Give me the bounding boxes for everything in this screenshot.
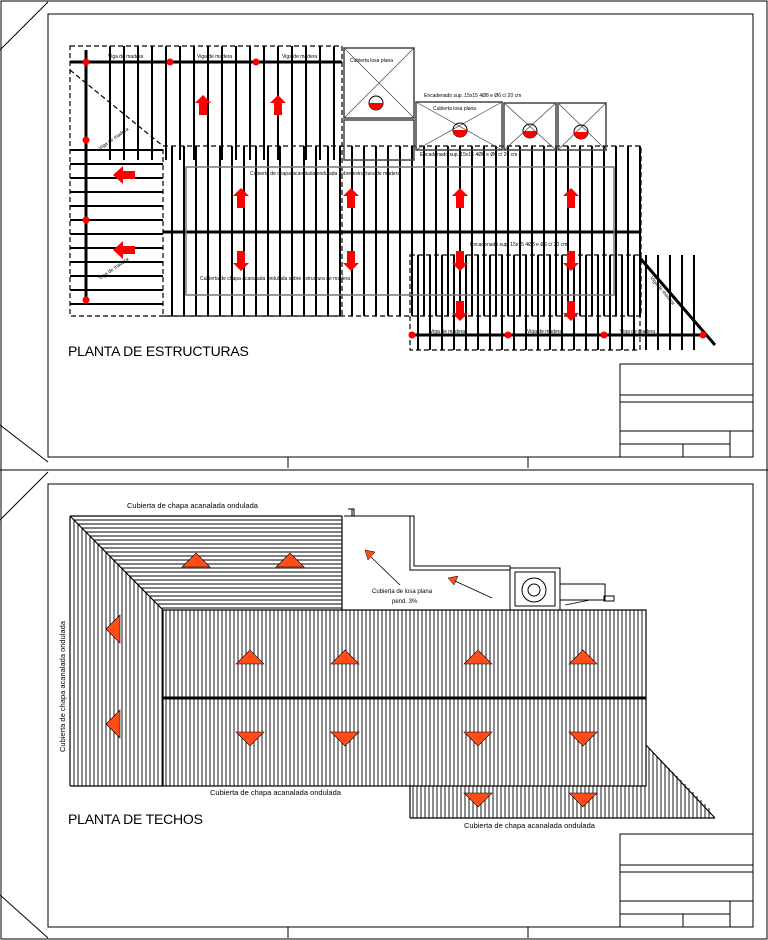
flat-slab-outline bbox=[344, 508, 615, 611]
page-title: PLANTA DE ESTRUCTURAS bbox=[68, 343, 249, 359]
title-block bbox=[619, 363, 754, 458]
corrugated-roof-hatch bbox=[73, 519, 710, 818]
sheet-structures: Viga de madera Viga de madera Viga de ma… bbox=[47, 13, 754, 468]
svg-text:Viga de madera: Viga de madera bbox=[527, 329, 562, 335]
svg-text:Cubierta de chapa acanalada on: Cubierta de chapa acanalada ondulada sob… bbox=[200, 276, 350, 282]
svg-text:Viga de madera: Viga de madera bbox=[282, 54, 317, 60]
flat-slab-slope-arrows bbox=[364, 549, 591, 606]
flat-slab-boxes bbox=[343, 47, 607, 161]
title-block bbox=[619, 833, 754, 928]
svg-text:Viga de madera: Viga de madera bbox=[430, 329, 465, 335]
label-chapa-bottom: Cubierta de chapa acanalada ondulada bbox=[210, 788, 342, 797]
svg-text:Cubierta losa plana: Cubierta losa plana bbox=[350, 58, 393, 64]
slope-arrows bbox=[113, 95, 579, 321]
svg-text:Encadenado sup. 15x15 4Ø8 e Ø6: Encadenado sup. 15x15 4Ø8 e Ø6 c/ 20 cm bbox=[424, 93, 521, 99]
label-chapa-top: Cubierta de chapa acanalada ondulada bbox=[127, 501, 259, 510]
sheet-border bbox=[47, 483, 754, 928]
rafters bbox=[109, 46, 695, 350]
roof-outlines bbox=[69, 515, 716, 819]
svg-text:Encadenado sup. 15x15 4Ø8 e Ø6: Encadenado sup. 15x15 4Ø8 e Ø6 c/ 20 cm bbox=[420, 152, 517, 158]
svg-text:Cubierta losa plana: Cubierta losa plana bbox=[433, 106, 476, 112]
label-losa-plana: Cubierta de losa plana bbox=[372, 589, 433, 595]
svg-text:Viga de madera: Viga de madera bbox=[620, 329, 655, 335]
label-chapa-bottom-right: Cubierta de chapa acanalada ondulada bbox=[464, 821, 596, 830]
support-points bbox=[82, 58, 707, 339]
main-beams bbox=[70, 50, 717, 346]
svg-text:Viga de madera: Viga de madera bbox=[108, 54, 143, 60]
page-title: PLANTA DE TECHOS bbox=[68, 811, 203, 827]
label-chapa-left: Cubierta de chapa acanalada ondulada bbox=[58, 620, 67, 752]
sheet-roofs: Cubierta de chapa acanalada ondulada Cub… bbox=[47, 483, 754, 938]
svg-text:Viga de madera: Viga de madera bbox=[197, 54, 232, 60]
roof-labels: Cubierta de chapa acanalada ondulada Cub… bbox=[58, 501, 596, 830]
roof-slope-arrows bbox=[105, 552, 598, 808]
svg-text:Cubierta de chapa acanalada on: Cubierta de chapa acanalada ondulada sob… bbox=[250, 171, 400, 177]
water-tank-icon bbox=[368, 95, 589, 140]
svg-text:Viga de madera: Viga de madera bbox=[98, 256, 130, 281]
label-pendiente: pend. 3% bbox=[392, 599, 418, 605]
roof-panel-outline bbox=[185, 166, 615, 296]
svg-text:Viga de madera: Viga de madera bbox=[648, 275, 675, 306]
sheet-border bbox=[47, 13, 754, 458]
svg-text:Encadenado sup. 15x15 4Ø8 e Ø6: Encadenado sup. 15x15 4Ø8 e Ø6 c/ 20 cm bbox=[470, 242, 567, 248]
svg-text:Viga de madera: Viga de madera bbox=[98, 126, 130, 151]
